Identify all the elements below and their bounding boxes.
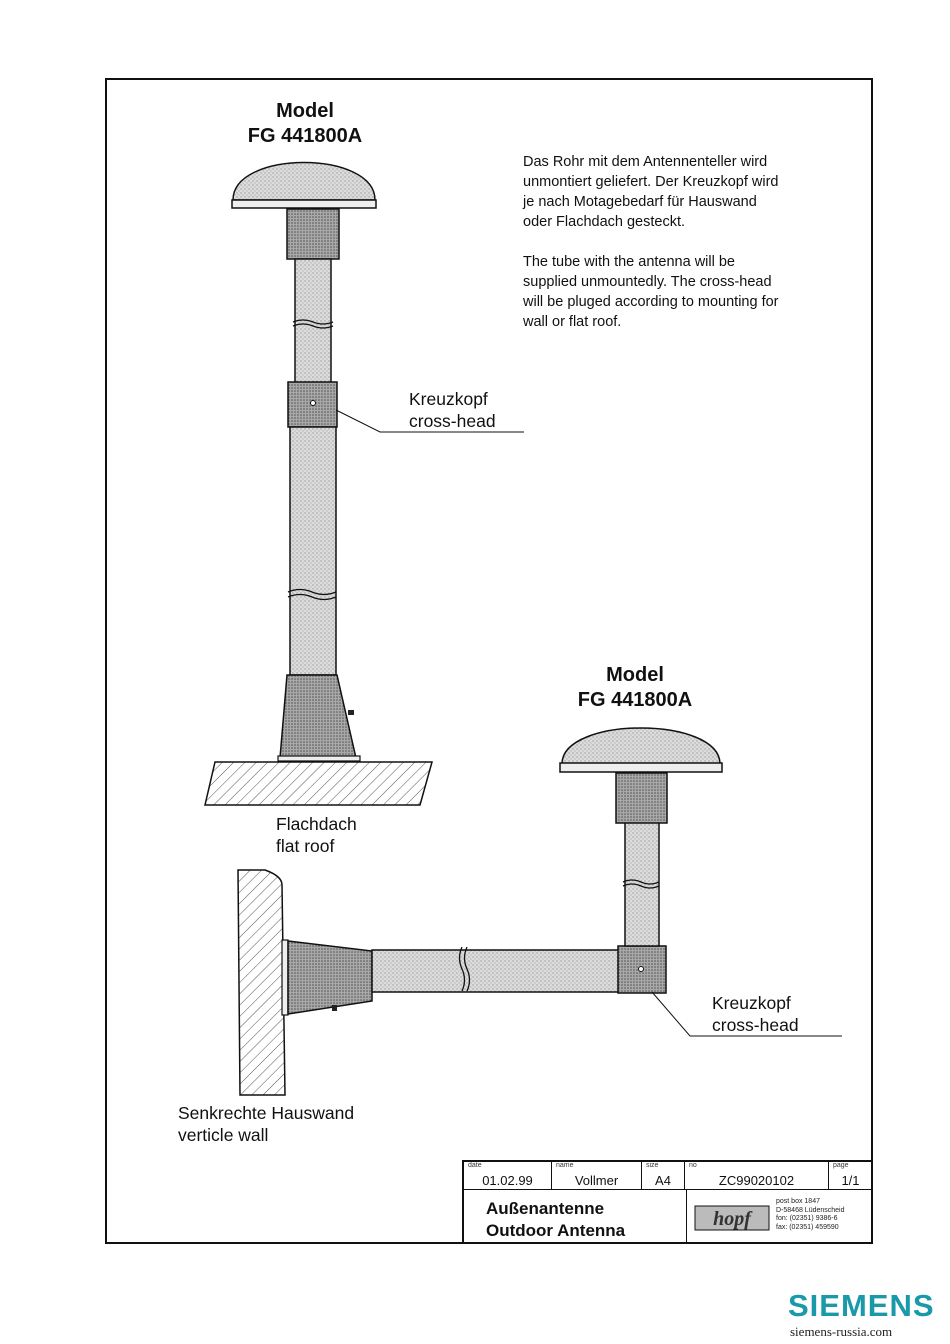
flat-roof-mast (204, 161, 433, 806)
svg-text:hopf: hopf (713, 1208, 753, 1230)
model-label-right: Model (606, 664, 664, 686)
note-german: Das Rohr mit dem Antennenteller wird unm… (523, 154, 779, 230)
tb-number: no ZC99020102 (685, 1162, 829, 1190)
antenna-dome-right (561, 727, 721, 765)
siemens-url[interactable]: siemens-russia.com (790, 1324, 893, 1339)
hopf-logo: hopf (694, 1205, 770, 1231)
title-block: date 01.02.99 name Vollmer size A4 no ZC… (462, 1160, 873, 1244)
flat-roof-slab (204, 761, 433, 806)
crosshead-right-leader (651, 991, 842, 1037)
vertical-wall (237, 869, 286, 1096)
crosshead-top-leader (335, 409, 524, 433)
model-label-top: Model (276, 100, 334, 122)
wall-mount-assembly (237, 727, 723, 1096)
tb-name: name Vollmer (552, 1162, 642, 1190)
antenna-dome-top (232, 161, 376, 201)
tb-page: page 1/1 (829, 1162, 873, 1190)
crosshead-label-top: Kreuzkopf cross-head (409, 389, 496, 431)
model-number-right: FG 441800A (577, 689, 693, 711)
tb-date: date 01.02.99 (464, 1162, 552, 1190)
drawing-frame (105, 78, 873, 1244)
model-number-top: FG 441800A (247, 125, 363, 147)
drawing-title: Außenantenne Outdoor Antenna (486, 1199, 626, 1240)
model-title-right: Model FG 441800A (560, 663, 710, 713)
crosshead-label-right: Kreuzkopf cross-head (712, 993, 799, 1035)
model-title-top: Model FG 441800A (230, 99, 380, 149)
wall-label: Senkrechte Hauswand verticle wall (178, 1103, 355, 1145)
tb-size: size A4 (642, 1162, 685, 1190)
flat-roof-label: Flachdach flat roof (276, 814, 357, 856)
company-address: post box 1847 D-58468 Lüdenscheid fon: (… (776, 1198, 845, 1231)
siemens-logo: SIEMENS (788, 1288, 935, 1323)
note-english: The tube with the antenna will be suppli… (523, 254, 779, 330)
